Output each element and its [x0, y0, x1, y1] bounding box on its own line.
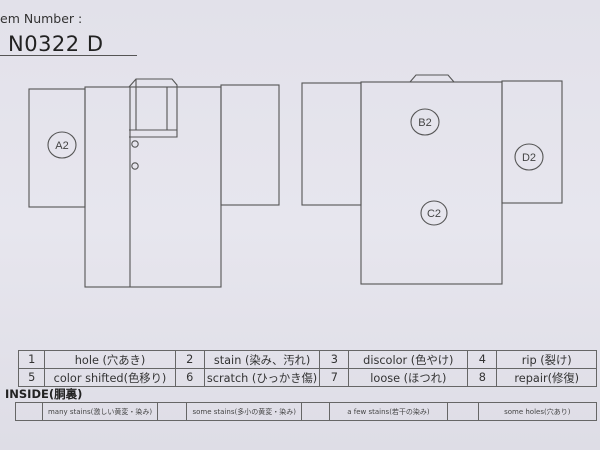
mark-d2-circle	[514, 143, 544, 171]
legend-num: 4	[467, 350, 498, 369]
inside-text: a few stains(若干の染み)	[328, 402, 449, 421]
back-right-sleeve	[501, 80, 563, 204]
kimono-diagram: A2 B2 C2 D2	[28, 74, 563, 288]
item-number-value: N0322 D	[8, 32, 104, 56]
mark-a2: A2	[55, 140, 68, 152]
legend-row: 5 color shifted(色移り) 6 scratch (ひっかき傷) 7…	[17, 368, 597, 387]
back-collar	[409, 74, 455, 83]
mark-c2-circle	[420, 200, 448, 226]
legend-num: 1	[17, 350, 46, 369]
legend-num: 5	[17, 368, 46, 387]
legend-num: 3	[319, 350, 350, 369]
inside-text: some holes(穴あり)	[477, 402, 598, 421]
button-icon	[131, 140, 139, 148]
inside-check-cell[interactable]	[14, 402, 44, 421]
legend-text: rip (裂け)	[496, 350, 597, 369]
button-icon	[131, 162, 139, 170]
front-view: A2	[28, 78, 280, 288]
legend-row: 1 hole (穴あき) 2 stain (染み、汚れ) 3 discolor …	[17, 350, 597, 369]
legend-num: 7	[319, 368, 350, 387]
back-body	[360, 81, 503, 285]
legend-text: repair(修復)	[496, 368, 597, 387]
mark-b2-circle	[410, 108, 440, 136]
legend-text: color shifted(色移り)	[44, 368, 176, 387]
legend-text: loose (ほつれ)	[348, 368, 469, 387]
mark-d2: D2	[522, 152, 536, 164]
inside-check-cell[interactable]	[301, 402, 330, 421]
legend-text: discolor (色やけ)	[348, 350, 469, 369]
inside-text: some stains(多小の黄変・染み)	[186, 402, 303, 421]
item-number-underline	[0, 55, 137, 56]
inside-check-cell[interactable]	[156, 402, 188, 421]
inside-check-cell[interactable]	[447, 402, 479, 421]
front-collar	[128, 78, 178, 138]
legend-text: scratch (ひっかき傷)	[203, 368, 321, 387]
front-right-sleeve	[220, 84, 280, 206]
back-view: B2 C2 D2	[301, 74, 563, 285]
mark-b2: B2	[418, 117, 431, 129]
inside-title: INSIDE(胴裏)	[5, 387, 83, 401]
damage-legend-table: 1 hole (穴あき) 2 stain (染み、汚れ) 3 discolor …	[17, 350, 597, 387]
mark-a2-circle	[47, 131, 77, 159]
legend-num: 2	[174, 350, 205, 369]
legend-num: 8	[467, 368, 498, 387]
back-left-sleeve	[301, 82, 362, 206]
legend-text: hole (穴あき)	[44, 350, 176, 369]
front-body	[84, 86, 222, 288]
mark-c2: C2	[427, 208, 441, 220]
item-number-label: em Number :	[0, 11, 83, 26]
inside-row: many stains(激しい黄変・染み) some stains(多小の黄変・…	[14, 402, 598, 421]
inside-condition-table: many stains(激しい黄変・染み) some stains(多小の黄変・…	[14, 402, 598, 421]
legend-num: 6	[174, 368, 205, 387]
inside-text: many stains(激しい黄変・染み)	[42, 402, 158, 421]
legend-text: stain (染み、汚れ)	[203, 350, 321, 369]
